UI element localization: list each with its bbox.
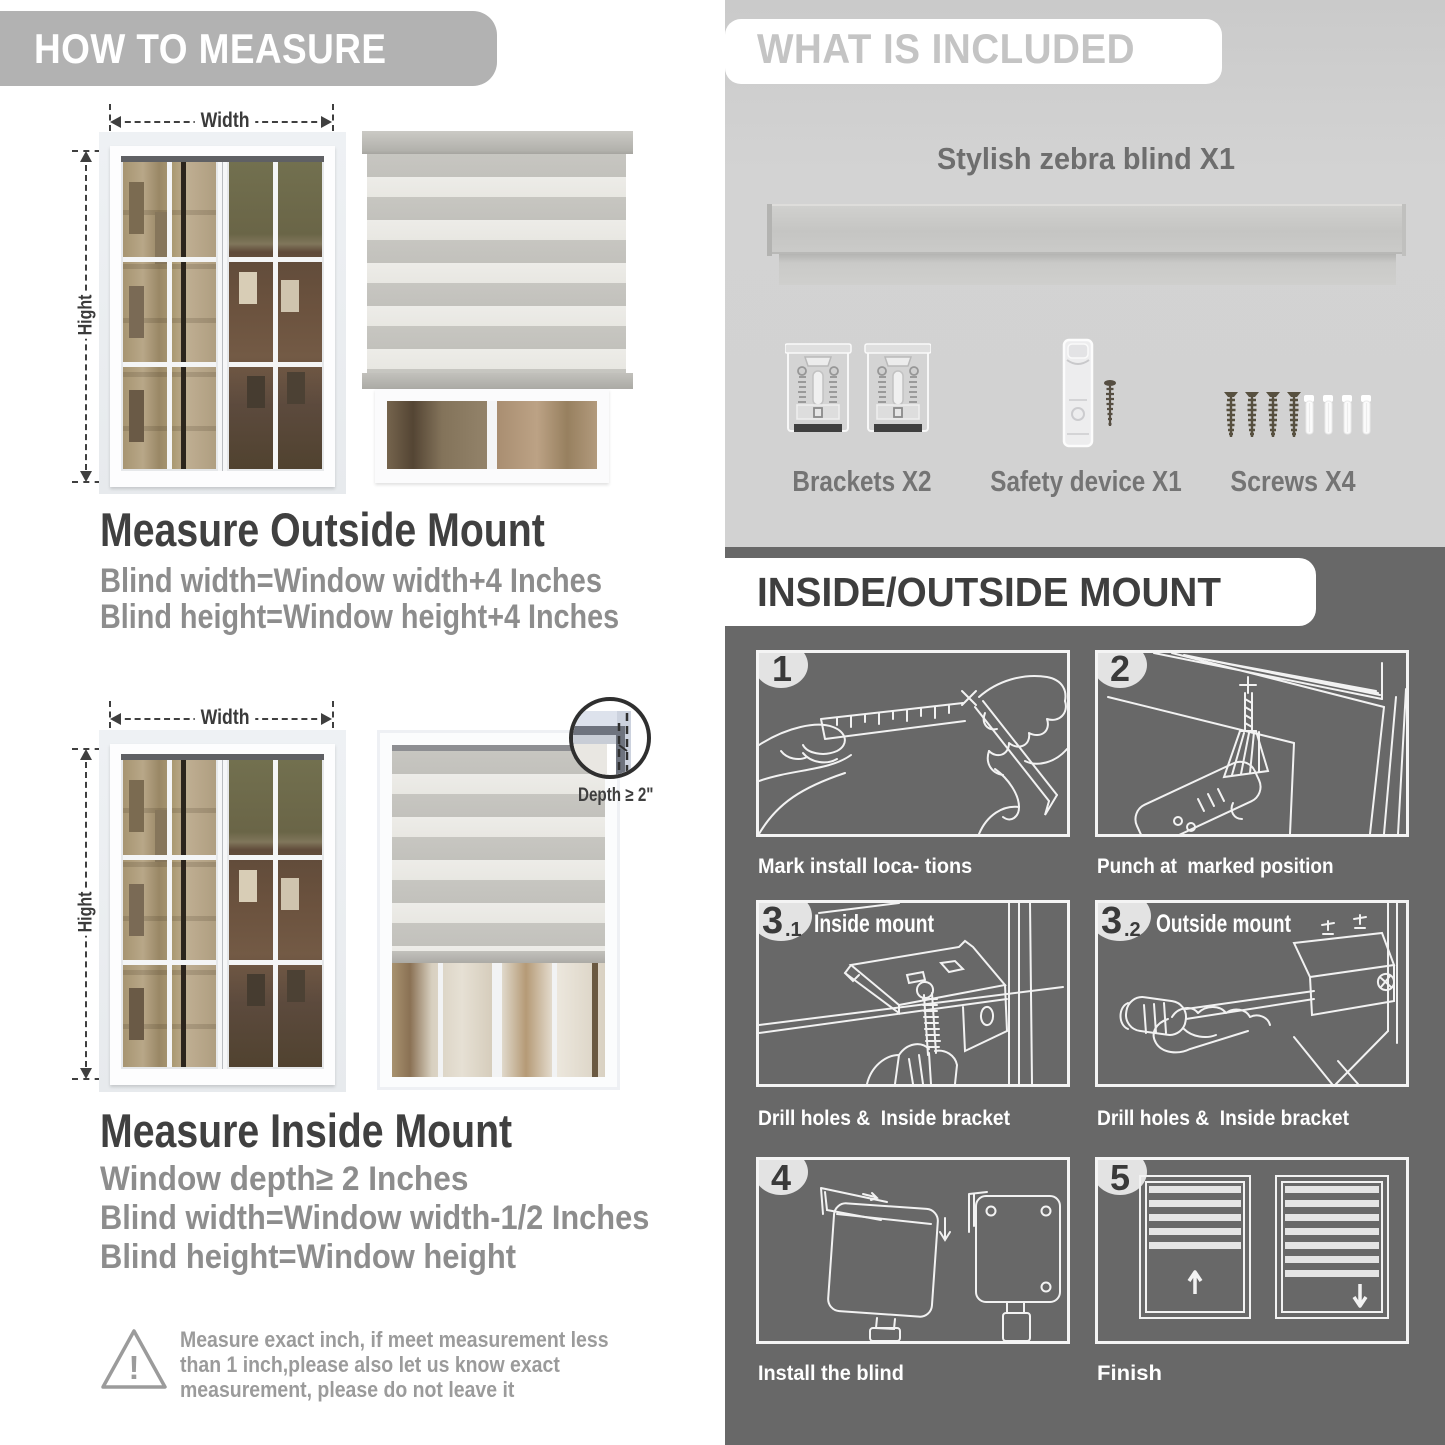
- svg-text:3: 3: [762, 903, 783, 942]
- svg-text:2: 2: [1110, 653, 1130, 689]
- svg-text:Outside mount: Outside mount: [1156, 910, 1292, 938]
- svg-text:1: 1: [772, 653, 792, 689]
- svg-text:.2: .2: [1124, 919, 1141, 941]
- svg-text:Inside mount: Inside mount: [814, 910, 935, 938]
- svg-text:.1: .1: [785, 919, 802, 941]
- svg-text:3: 3: [1101, 903, 1122, 942]
- svg-text:4: 4: [771, 1160, 791, 1198]
- svg-text:5: 5: [1110, 1160, 1130, 1198]
- svg-text:!: !: [129, 1349, 140, 1386]
